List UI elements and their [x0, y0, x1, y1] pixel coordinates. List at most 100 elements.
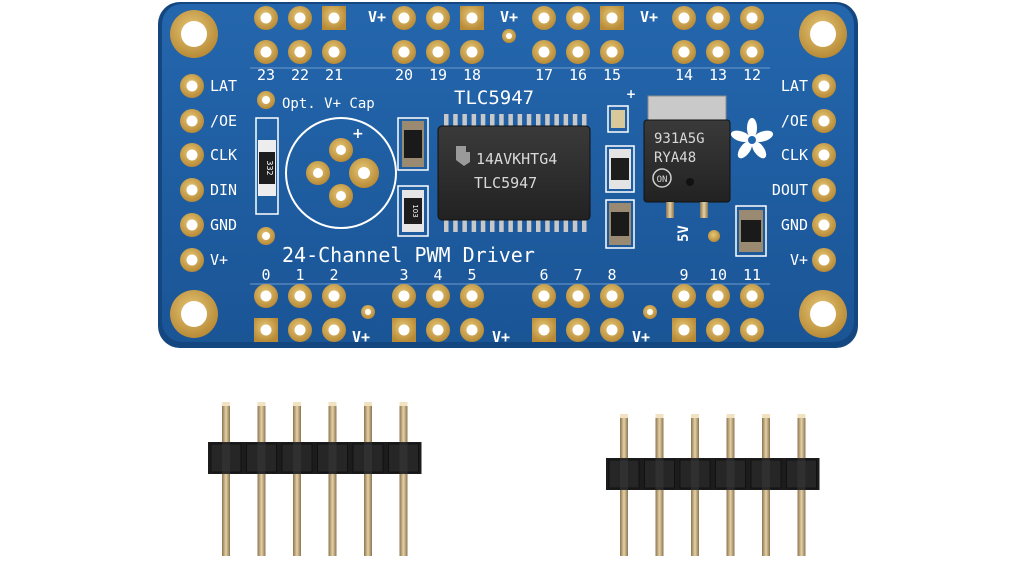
- solder-pad: [460, 284, 484, 308]
- channel-label: 8: [607, 266, 616, 284]
- board-title: 24-Channel PWM Driver: [282, 243, 535, 267]
- ti-logo-icon: [456, 146, 470, 166]
- solder-pad: [600, 40, 624, 64]
- solder-pad: [812, 109, 836, 133]
- solder-pad: [566, 318, 590, 342]
- channel-label: 21: [325, 66, 343, 84]
- left-control-pad-column: [180, 74, 204, 272]
- channel-label: 13: [709, 66, 727, 84]
- solder-pad: [392, 40, 416, 64]
- solder-pad: [392, 6, 416, 30]
- resistor-marking: 332: [265, 160, 274, 175]
- regulator-marking-line1: 931A5G: [654, 131, 705, 147]
- channel-label: 17: [535, 66, 553, 84]
- header-pin: [257, 402, 266, 556]
- header-plastic-body: [208, 442, 422, 474]
- top-vplus-pad-row: [254, 6, 764, 30]
- solder-pad: [706, 40, 730, 64]
- top-channel-pad-row: [254, 40, 764, 64]
- channel-label: 22: [291, 66, 309, 84]
- solder-pad: [600, 284, 624, 308]
- channel-label: 19: [429, 66, 447, 84]
- bottom-vplus-label: V+: [492, 328, 510, 346]
- resistor-marking: 103: [411, 204, 419, 217]
- regulator-voltage-label: 5V: [676, 225, 692, 242]
- capacitor-c2: [605, 145, 635, 193]
- resistor-r2: 103: [397, 185, 429, 237]
- ic-silk-label: TLC5947: [454, 87, 534, 109]
- header-pin: [364, 402, 372, 556]
- solder-pad: [288, 318, 312, 342]
- left-pin-label: GND: [210, 216, 237, 234]
- channel-label: 15: [603, 66, 621, 84]
- left-pin-label: CLK: [210, 146, 237, 164]
- square-pad: [672, 318, 696, 342]
- regulator-marking-line2: RYA48: [654, 150, 696, 166]
- solder-pad: [288, 40, 312, 64]
- right-pin-label: GND: [781, 216, 808, 234]
- left-pin-label: /OE: [210, 112, 237, 130]
- reg-polarity-mark: +: [626, 87, 636, 101]
- right-pin-label: DOUT: [772, 181, 808, 199]
- right-control-pad-column: [812, 74, 836, 272]
- channel-label: 4: [433, 266, 442, 284]
- led-indicator: +: [607, 87, 636, 133]
- right-pin-label: LAT: [781, 77, 808, 95]
- channel-label: 7: [573, 266, 582, 284]
- solder-pad: [672, 40, 696, 64]
- left-pin-label: V+: [210, 251, 228, 269]
- resistor-r1: 332: [255, 117, 279, 215]
- mounting-holes: [170, 10, 847, 338]
- header-pin: [293, 402, 301, 556]
- solder-pad: [706, 6, 730, 30]
- channel-label: 20: [395, 66, 413, 84]
- bottom-vplus-pad-row: [254, 318, 764, 342]
- header-pin: [328, 402, 337, 556]
- capacitor-c4: [735, 205, 767, 257]
- channel-label: 6: [539, 266, 548, 284]
- channel-label: 14: [675, 66, 693, 84]
- solder-pad: [254, 6, 278, 30]
- channel-label: 5: [467, 266, 476, 284]
- header-plastic-body: [606, 458, 820, 490]
- channel-label: 10: [709, 266, 727, 284]
- solder-pad: [566, 6, 590, 30]
- bottom-vplus-label: V+: [352, 328, 370, 346]
- channel-label: 1: [295, 266, 304, 284]
- solder-pad: [740, 40, 764, 64]
- solder-pad: [706, 284, 730, 308]
- solder-pad: [532, 6, 556, 30]
- adafruit-logo-icon: [730, 118, 774, 159]
- solder-pad: [740, 284, 764, 308]
- solder-pad: [180, 109, 204, 133]
- solder-pad: [180, 213, 204, 237]
- solder-pad: [180, 248, 204, 272]
- solder-pad: [812, 178, 836, 202]
- solder-pad: [426, 6, 450, 30]
- channel-label: 18: [463, 66, 481, 84]
- solder-pad: [740, 6, 764, 30]
- right-pin-label: V+: [790, 251, 808, 269]
- square-pad: [460, 6, 484, 30]
- right-pin-label: CLK: [781, 146, 808, 164]
- bottom-channel-pad-row: [254, 284, 764, 308]
- solder-pad: [426, 318, 450, 342]
- solder-pad: [740, 318, 764, 342]
- solder-pad: [180, 143, 204, 167]
- solder-pad: [812, 143, 836, 167]
- solder-pad: [566, 284, 590, 308]
- left-pin-label: LAT: [210, 77, 237, 95]
- right-pin-label: /OE: [781, 112, 808, 130]
- solder-pad: [460, 318, 484, 342]
- square-pad: [322, 6, 346, 30]
- top-vplus-label: V+: [368, 8, 386, 26]
- capacitor-c3: [605, 199, 635, 249]
- channel-label: 11: [743, 266, 761, 284]
- bottom-vplus-label: V+: [632, 328, 650, 346]
- tlc5947-chip: TLC5947 14AVKHTG4 TLC5947: [437, 87, 591, 232]
- ic-marking-line1: 14AVKHTG4: [476, 150, 557, 168]
- solder-pad: [426, 284, 450, 308]
